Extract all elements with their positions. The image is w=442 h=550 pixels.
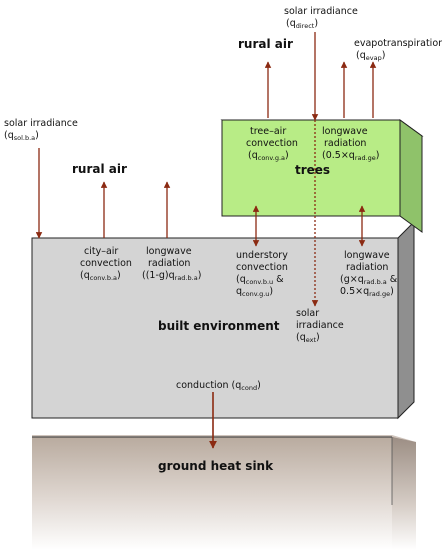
svg-text:solar irradiance: solar irradiance (4, 118, 78, 129)
svg-text:city–air: city–air (84, 246, 118, 257)
svg-text:((1-g)qrad.b.a): ((1-g)qrad.b.a) (142, 270, 201, 282)
svg-text:(qsol.b.a): (qsol.b.a) (4, 130, 39, 142)
svg-text:convection: convection (246, 138, 298, 149)
svg-text:(0.5×qrad.ge): (0.5×qrad.ge) (322, 150, 380, 162)
svg-text:convection: convection (80, 258, 132, 269)
svg-text:(qconv.g.a): (qconv.g.a) (248, 150, 289, 162)
label-ground-heat-sink: ground heat sink (158, 459, 274, 473)
svg-text:solar: solar (296, 308, 319, 319)
svg-text:radiation: radiation (346, 262, 388, 273)
svg-text:longwave: longwave (146, 246, 192, 257)
svg-text:qconv.g.u): qconv.g.u) (236, 286, 273, 298)
flux-tree-air-convection: tree–air convection (qconv.g.a) (246, 126, 298, 162)
flux-longwave-trees: longwave radiation (0.5×qrad.ge) (322, 126, 380, 162)
flux-longwave-right: longwave radiation (g×qrad.b.a & 0.5×qra… (340, 250, 398, 298)
svg-text:(qconv.b.a): (qconv.b.a) (80, 270, 121, 282)
svg-text:radiation: radiation (324, 138, 366, 149)
label-trees: trees (295, 163, 330, 177)
svg-text:(qevap): (qevap) (356, 50, 385, 62)
flux-understory-convection: understory convection (qconv.b.u & qconv… (236, 250, 288, 298)
svg-text:evapotranspiration: evapotranspiration (354, 38, 442, 49)
flux-conduction: conduction (qcond) (176, 380, 261, 392)
label-rural-air-left: rural air (72, 162, 127, 176)
svg-text:(qconv.b.u &: (qconv.b.u & (236, 274, 284, 286)
label-rural-air-top: rural air (238, 37, 293, 51)
svg-text:convection: convection (236, 262, 288, 273)
svg-text:radiation: radiation (148, 258, 190, 269)
svg-text:(qdirect): (qdirect) (286, 18, 318, 30)
svg-text:conduction (qcond): conduction (qcond) (176, 380, 261, 392)
flux-solar-left: solar irradiance (qsol.b.a) (4, 118, 78, 142)
trees-block (220, 119, 424, 233)
svg-text:tree–air: tree–air (250, 126, 286, 137)
flux-arrows (35, 32, 377, 449)
flux-solar-ext: solar irradiance (qext) (296, 308, 344, 344)
ground-heat-sink-block (32, 435, 416, 550)
svg-text:(g×qrad.b.a &: (g×qrad.b.a & (340, 274, 398, 286)
flux-longwave-city: longwave radiation ((1-g)qrad.b.a) (142, 246, 201, 282)
label-built-environment: built environment (158, 319, 280, 333)
svg-text:solar irradiance: solar irradiance (284, 6, 358, 17)
built-environment-block (31, 220, 415, 420)
flux-evapotranspiration: evapotranspiration (qevap) (354, 38, 442, 62)
svg-text:0.5×qrad.ge): 0.5×qrad.ge) (340, 286, 394, 298)
flux-city-air-convection: city–air convection (qconv.b.a) (80, 246, 132, 282)
svg-text:longwave: longwave (344, 250, 390, 261)
svg-text:(qext): (qext) (296, 332, 320, 344)
svg-text:longwave: longwave (322, 126, 368, 137)
flux-solar-direct: solar irradiance (qdirect) (284, 6, 358, 30)
svg-text:understory: understory (236, 250, 288, 261)
svg-text:irradiance: irradiance (296, 320, 344, 331)
